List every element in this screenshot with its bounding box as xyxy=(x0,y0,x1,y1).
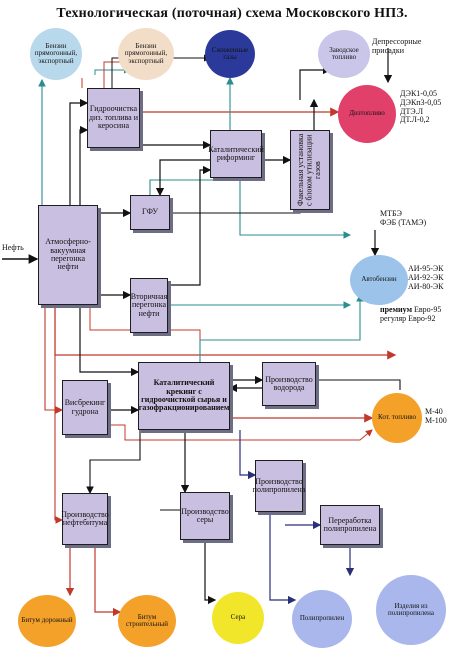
hydrotreating-unit: Гидроочистка диз. топлива и керосина xyxy=(87,88,140,148)
fuel-grade-1: М-40 xyxy=(425,407,443,416)
hydrotreating-unit-label: Гидроочистка диз. топлива и керосина xyxy=(89,104,138,131)
avt-unit: Атмосферно-вакуумная перегонка нефти xyxy=(38,205,98,305)
regular-label: регуляр xyxy=(380,313,407,323)
depressor-line-1: Депрессорные xyxy=(372,37,422,46)
pp-products-label: Изделия из полипропилена xyxy=(387,601,435,617)
additive-1: МТБЭ xyxy=(380,209,402,218)
liquefied-gases-label: Сжиженные газы xyxy=(211,45,249,61)
sulfur-product-label: Сера xyxy=(230,613,246,622)
gasoline-grade-1: АИ-95-ЭК xyxy=(408,264,444,273)
gasoline-grade-2: АИ-92-ЭК xyxy=(408,272,444,282)
boiler-fuel-label: Кот. топливо xyxy=(378,413,416,422)
hydrogen-unit-label: Производство водорода xyxy=(265,374,313,392)
flow-avt-hydro2 xyxy=(69,98,89,205)
benzin-export-2-label: Бензин прямогонный, экспортный xyxy=(124,41,168,65)
diesel-fuel: Дизтопливо xyxy=(338,85,396,143)
additives-label: МТБЭ ФЭБ (ТАМЭ) xyxy=(380,209,427,228)
visbreaking-unit-label: Висбрекинг гудрона xyxy=(64,398,106,416)
pp-processing-unit: Переработка полипропилена xyxy=(320,505,380,545)
fuel-grades: М-40 М-100 xyxy=(425,407,447,426)
pp-products: Изделия из полипропилена xyxy=(376,575,446,645)
fuel-grade-2: М-100 xyxy=(425,415,447,425)
visbreaking-unit: Висбрекинг гудрона xyxy=(62,380,108,435)
additive-2: ФЭБ (ТАМЭ) xyxy=(380,217,427,227)
liquefied-gases: Сжиженные газы xyxy=(205,30,255,78)
euro-grades: премиум Евро-95 регуляр Евро-92 xyxy=(380,305,442,324)
gfu-unit: ГФУ xyxy=(130,195,170,230)
euro95-label: Евро-95 xyxy=(414,305,442,314)
secondary-distillation-unit: Вторичная перегонка нефти xyxy=(130,278,168,333)
hydrogen-unit: Производство водорода xyxy=(262,362,316,406)
diesel-grade-2: ДЭКп3-0,05 xyxy=(400,97,442,107)
bitumen-unit-label: Производство нефтебитума xyxy=(61,509,109,527)
reforming-unit-label: Каталитический риформинг xyxy=(208,144,264,162)
flow-catcrack-autobenzin xyxy=(199,293,364,372)
flow-avt-catcrack xyxy=(79,305,140,377)
crude-oil-label: Нефть xyxy=(2,243,24,252)
flow-reform-gfu xyxy=(155,159,210,197)
diesel-fuel-label: Дизтопливо xyxy=(349,109,385,118)
page-title: Технологическая (поточная) схема Московс… xyxy=(56,6,408,21)
construction-bitumen: Битум строительный xyxy=(118,595,176,647)
flow-gfu-flare xyxy=(170,188,304,214)
flow-avt-hydro xyxy=(79,125,89,215)
bitumen-unit: Производство нефтебитума xyxy=(61,493,109,545)
polypropylene-unit: Производство полипропилена xyxy=(252,460,306,512)
flow-catcrack-pp xyxy=(239,430,257,480)
flow-secondary-reform xyxy=(168,165,212,286)
sulfur-unit: Производство серы xyxy=(180,492,230,540)
benzin-export-2: Бензин прямогонный, экспортный xyxy=(118,28,174,80)
flow-gfu-gases xyxy=(149,76,234,195)
flow-pp-polypropylene xyxy=(269,512,297,605)
secondary-distillation-label: Вторичная перегонка нефти xyxy=(130,291,168,318)
polypropylene-unit-label: Производство полипропилена xyxy=(252,476,306,494)
autobenzin-label: Автобензин xyxy=(361,275,397,284)
flare-unit: Факельная установка с блоком утилизации … xyxy=(290,130,330,210)
flow-reform-autobenzin xyxy=(239,178,352,239)
diesel-grade-3: ДТЭ.Л xyxy=(400,106,424,116)
avt-unit-label: Атмосферно-вакуумная перегонка нефти xyxy=(45,237,91,272)
sulfur-product: Сера xyxy=(212,592,264,644)
flow-avt-visbreak xyxy=(44,305,64,414)
catcracking-unit-label: Каталитический крекинг с гидроочисткой с… xyxy=(138,378,230,413)
plant-fuel: Заводское топливо xyxy=(318,30,370,78)
flow-plantfuel xyxy=(299,65,332,100)
polypropylene-product: Полипропилен xyxy=(292,590,352,648)
plant-fuel-label: Заводское топливо xyxy=(329,45,359,61)
flow-catcrack-bitumen xyxy=(86,430,141,495)
sulfur-unit-label: Производство серы xyxy=(181,506,229,524)
flare-unit-label: Факельная установка с блоком утилизации … xyxy=(296,133,323,207)
road-bitumen-label: Битум дорожный xyxy=(21,616,73,625)
flow-hydrogen-right xyxy=(316,379,401,390)
diesel-grade-1: ДЭК1-0,05 xyxy=(400,89,437,98)
benzin-export-1: Бензин прямогонный, экспортный xyxy=(30,28,82,80)
polypropylene-product-label: Полипропилен xyxy=(299,614,345,623)
flow-bitumen-build xyxy=(94,545,122,617)
gfu-unit-label: ГФУ xyxy=(142,207,158,217)
catcracking-unit: Каталитический крекинг с гидроочисткой с… xyxy=(138,362,230,430)
flow-visbreak-kotfuel xyxy=(108,424,373,441)
flow-hydro-benzin2 xyxy=(94,66,131,75)
flow-sulfur-prod xyxy=(204,540,217,605)
benzin-export-1-label: Бензин прямогонный, экспортный xyxy=(34,41,78,65)
construction-bitumen-label: Битум строительный xyxy=(125,612,169,628)
pp-processing-unit-label: Переработка полипропилена xyxy=(323,515,377,533)
euro92-label: Евро-92 xyxy=(408,313,436,323)
diesel-grades: ДЭК1-0,05 ДЭКп3-0,05 ДТЭ.Л ДТ.Л-0,2 xyxy=(400,89,442,125)
depressor-label: Депрессорные присадки xyxy=(372,37,422,56)
diesel-grade-4: ДТ.Л-0,2 xyxy=(400,115,430,125)
depressor-line-2: присадки xyxy=(372,45,404,55)
gasoline-grades: АИ-95-ЭК АИ-92-ЭК АИ-80-ЭК xyxy=(408,264,444,291)
autobenzin: Автобензин xyxy=(350,255,408,305)
road-bitumen: Битум дорожный xyxy=(18,595,76,647)
flow-avt-bitumen xyxy=(54,355,64,524)
reforming-unit: Каталитический риформинг xyxy=(208,130,264,178)
premium-label: премиум xyxy=(380,305,413,314)
boiler-fuel: Кот. топливо xyxy=(372,393,422,443)
gasoline-grade-3: АИ-80-ЭК xyxy=(408,281,444,291)
